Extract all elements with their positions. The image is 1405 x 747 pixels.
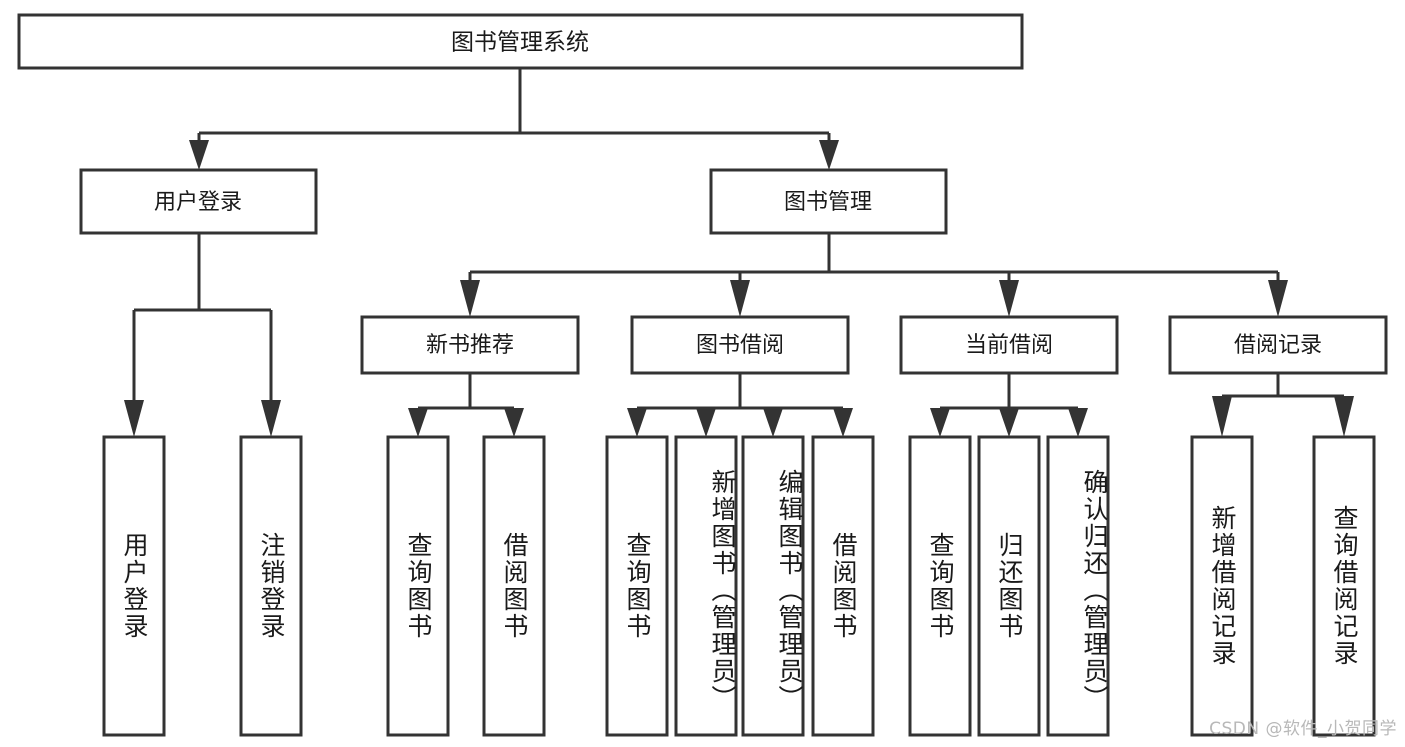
node-box-new-book-recommend[interactable] [360,315,580,375]
connector-group-book-management [460,233,1288,317]
arrow-head-icon [189,140,209,170]
node-box-leaf-borrow-book-2[interactable] [811,435,875,737]
arrow-head-icon [999,408,1019,437]
arrow-head-icon [1212,396,1232,437]
arrow-head-icon [696,408,716,437]
node-book-management[interactable]: 图书管理 [709,168,948,235]
node-label-borrow-record: 借阅记录 [1234,333,1322,358]
arrow-head-icon [1068,408,1088,437]
node-box-leaf-add-record[interactable] [1190,435,1254,737]
node-box-leaf-add-book[interactable] [674,435,738,737]
arrow-head-icon [819,140,839,170]
arrow-head-icon [261,400,281,437]
node-user-login[interactable]: 用户登录 [79,168,318,235]
connector-group-book-borrow [627,373,853,437]
arrow-head-icon [627,408,647,437]
node-box-book-management[interactable] [709,168,948,235]
node-box-borrow-record[interactable] [1168,315,1388,375]
node-label-root: 图书管理系统 [451,30,589,56]
node-box-current-borrow[interactable] [899,315,1119,375]
node-box-leaf-query-book-3[interactable] [908,435,972,737]
node-root[interactable]: 图书管理系统 [17,13,1024,70]
arrow-head-icon [763,408,783,437]
node-box-leaf-confirm-return[interactable] [1046,435,1110,737]
node-box-leaf-logout-login[interactable] [239,435,303,737]
node-label-new-book-recommend: 新书推荐 [426,333,514,358]
node-label-book-management: 图书管理 [784,190,872,215]
node-label-current-borrow: 当前借阅 [965,333,1053,358]
node-borrow-record[interactable]: 借阅记录 [1168,315,1388,375]
node-label-user-login: 用户登录 [154,190,242,215]
node-box-leaf-borrow-book-1[interactable] [482,435,546,737]
arrow-head-icon [124,400,144,437]
node-label-book-borrow: 图书借阅 [696,333,784,358]
arrow-head-icon [408,408,428,437]
node-box-leaf-return-book[interactable] [977,435,1041,737]
arrow-head-icon [504,408,524,437]
node-box-book-borrow[interactable] [630,315,850,375]
arrow-head-icon [460,280,480,317]
watermark-text: CSDN @软件_小贺同学 [1209,719,1397,739]
arrow-head-icon [1334,396,1354,437]
connector-group-new-book-recommend [408,373,524,437]
connector-group-root [189,68,839,170]
arrow-head-icon [1268,280,1288,317]
connector-group-borrow-record [1212,373,1354,437]
node-book-borrow[interactable]: 图书借阅 [630,315,850,375]
node-box-leaf-user-login[interactable] [102,435,166,737]
connector-group-user-login [124,233,281,437]
node-new-book-recommend[interactable]: 新书推荐 [360,315,580,375]
node-box-leaf-edit-book[interactable] [741,435,805,737]
arrow-head-icon [999,280,1019,317]
arrow-head-icon [833,408,853,437]
arrow-head-icon [730,280,750,317]
node-box-leaf-query-record[interactable] [1312,435,1376,737]
node-box-root[interactable] [17,13,1024,70]
node-current-borrow[interactable]: 当前借阅 [899,315,1119,375]
connector-group-current-borrow [930,373,1088,437]
node-box-leaf-query-book-2[interactable] [605,435,669,737]
node-box-user-login[interactable] [79,168,318,235]
arrow-head-icon [930,408,950,437]
node-box-leaf-query-book-1[interactable] [386,435,450,737]
